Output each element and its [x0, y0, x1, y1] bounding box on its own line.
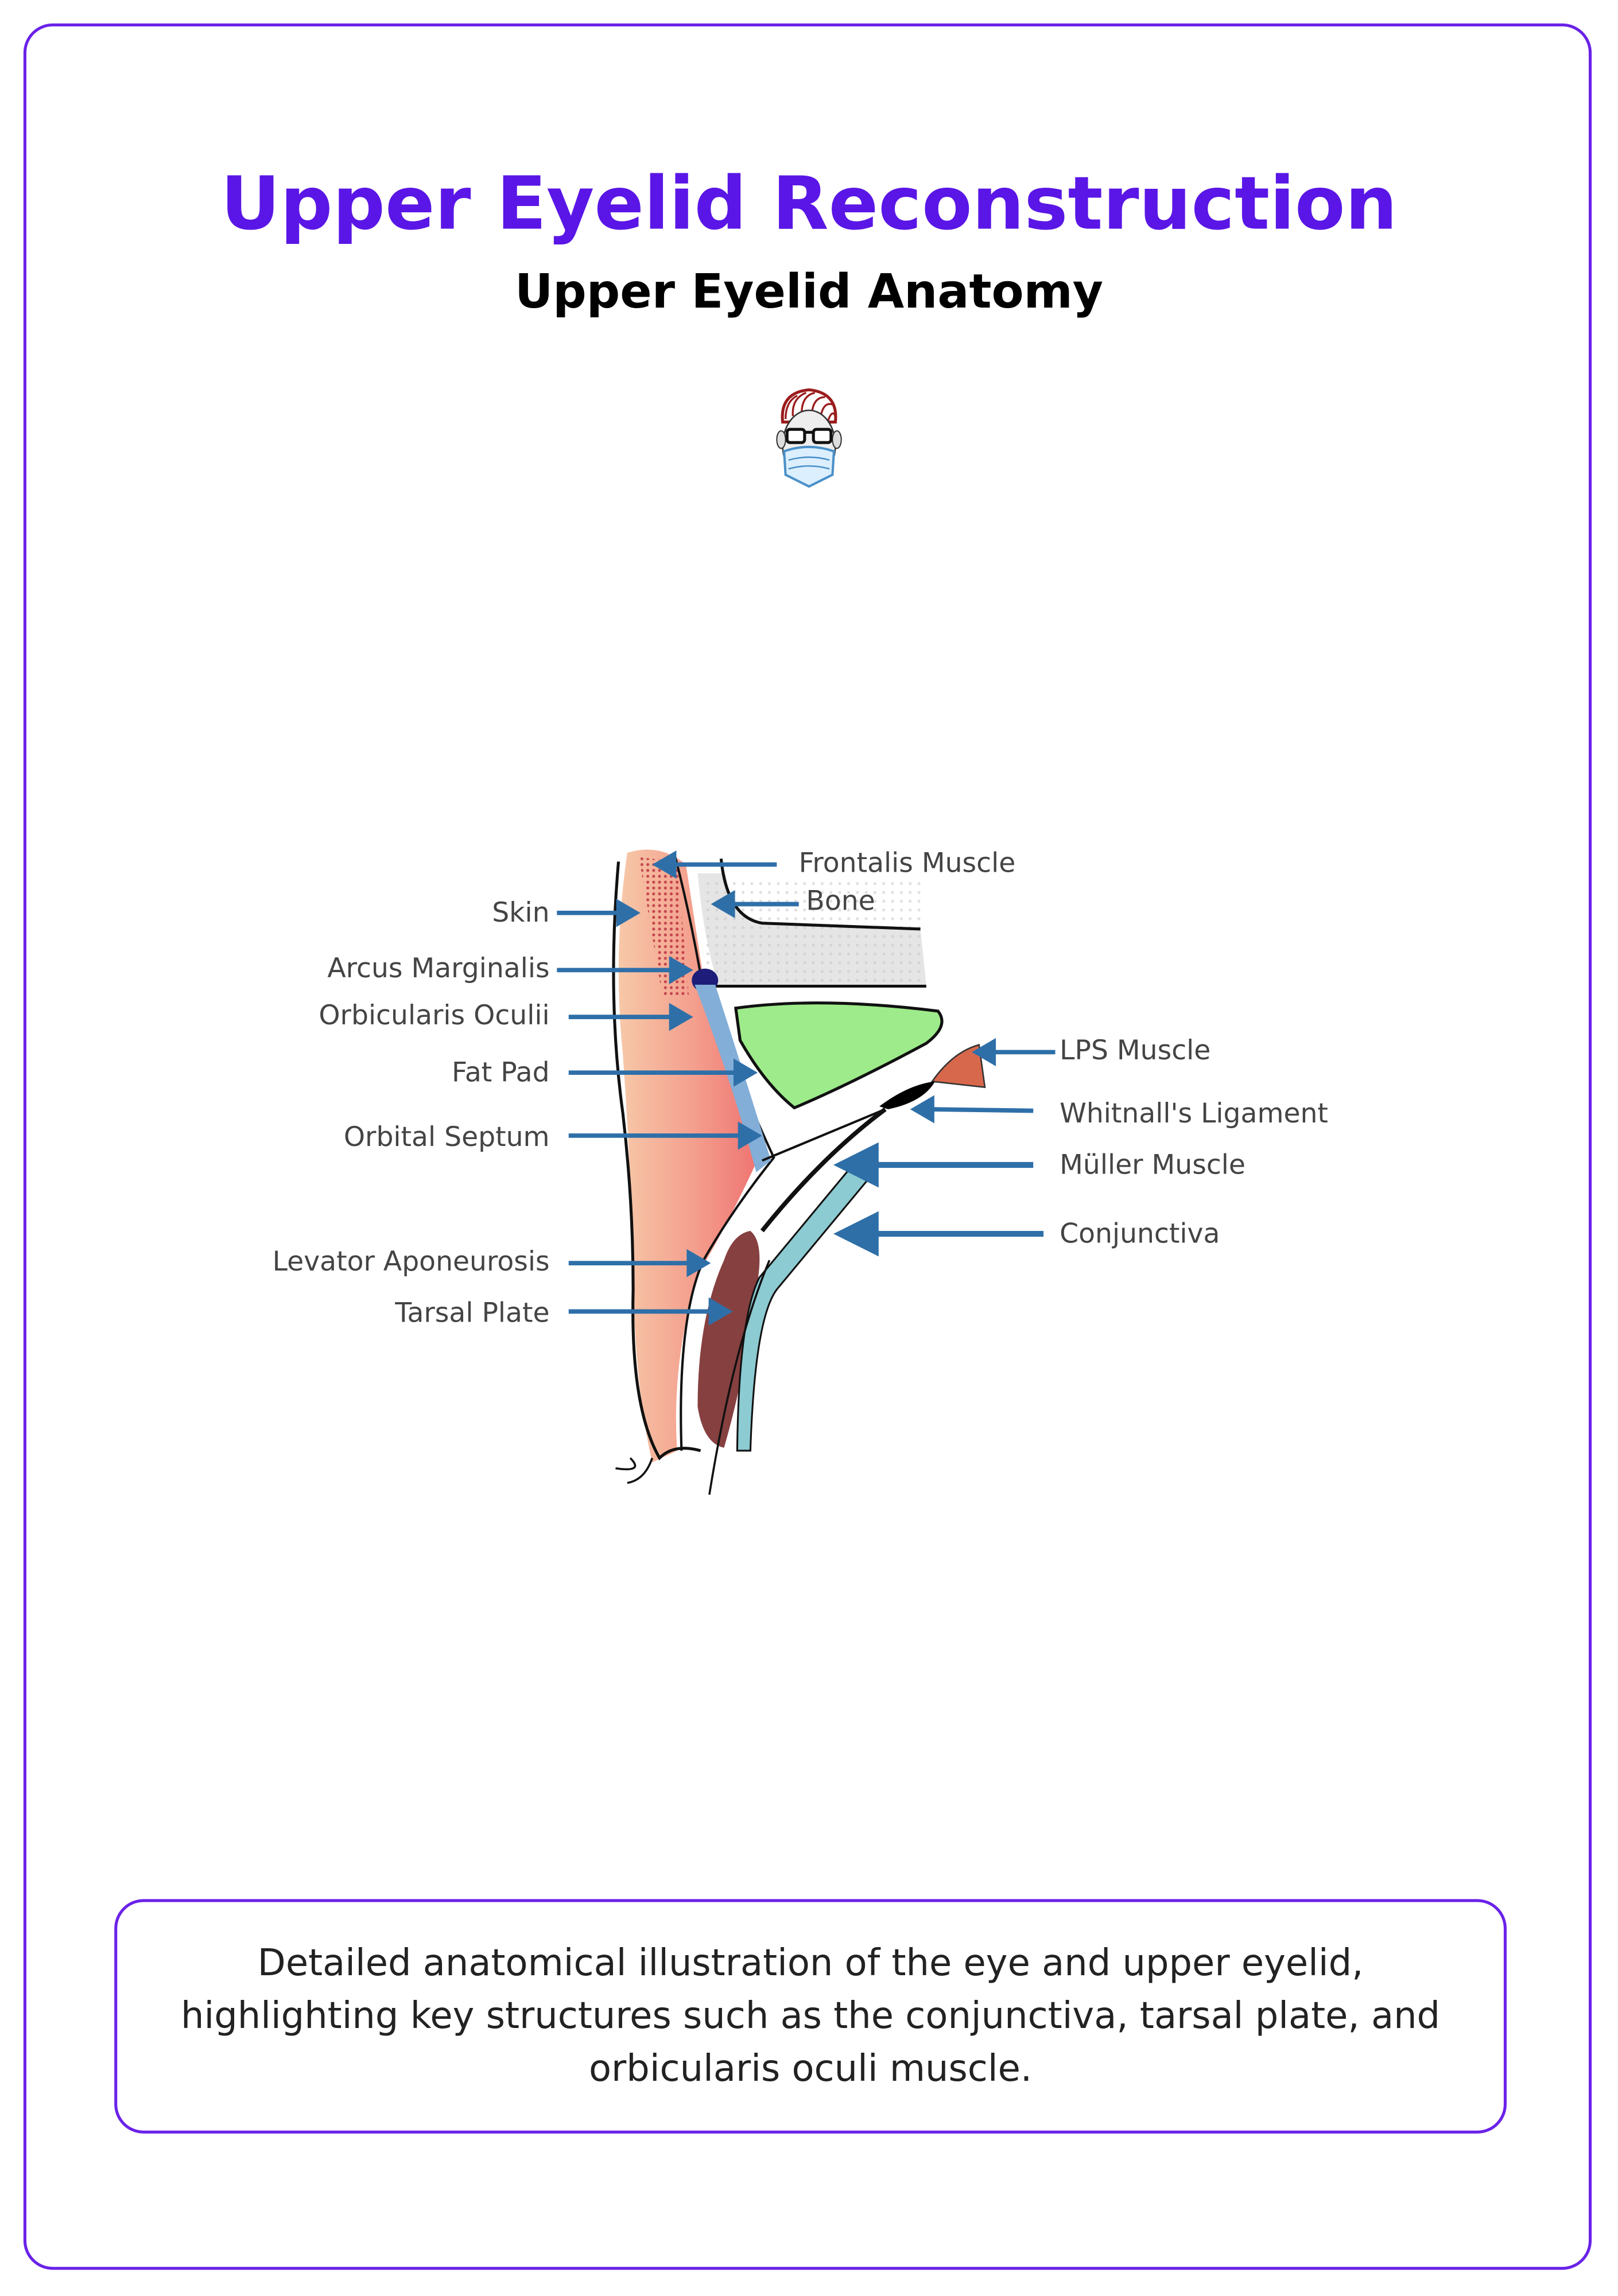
- conjunctiva: [736, 1156, 878, 1452]
- label-muller-muscle: Müller Muscle: [1060, 1149, 1245, 1180]
- label-skin: Skin: [492, 897, 549, 928]
- label-tarsal-plate: Tarsal Plate: [394, 1297, 549, 1328]
- page-title: Upper Eyelid Reconstruction: [220, 161, 1398, 246]
- label-frontalis-muscle: Frontalis Muscle: [799, 847, 1016, 879]
- label-conjunctiva: Conjunctiva: [1060, 1218, 1220, 1249]
- label-levator-aponeurosis: Levator Aponeurosis: [273, 1246, 550, 1277]
- label-fat-pad: Fat Pad: [452, 1056, 550, 1088]
- label-whitnalls-ligament: Whitnall's Ligament: [1060, 1098, 1328, 1129]
- label-orbicularis-oculii: Orbicularis Oculii: [319, 1000, 549, 1031]
- lps-muscle: [930, 1044, 986, 1089]
- page-subtitle: Upper Eyelid Anatomy: [514, 263, 1104, 320]
- label-arcus-marginalis: Arcus Marginalis: [327, 953, 549, 984]
- caption-box: Detailed anatomical illustration of the …: [114, 1899, 1507, 2134]
- masked-surgeon-face-logo-icon: [776, 388, 842, 488]
- page-frame: [23, 23, 1592, 2270]
- label-lps-muscle: LPS Muscle: [1060, 1035, 1210, 1066]
- tarsal-plate: [697, 1230, 760, 1448]
- label-bone: Bone: [806, 885, 875, 917]
- whitnalls-ligament: [879, 1081, 936, 1109]
- fat-pad: [734, 1001, 944, 1110]
- skin-layer: [618, 849, 765, 1463]
- caption-text: Detailed anatomical illustration of the …: [181, 1941, 1441, 2090]
- orbital-septum: [694, 984, 771, 1172]
- label-orbital-septum: Orbital Septum: [344, 1121, 550, 1153]
